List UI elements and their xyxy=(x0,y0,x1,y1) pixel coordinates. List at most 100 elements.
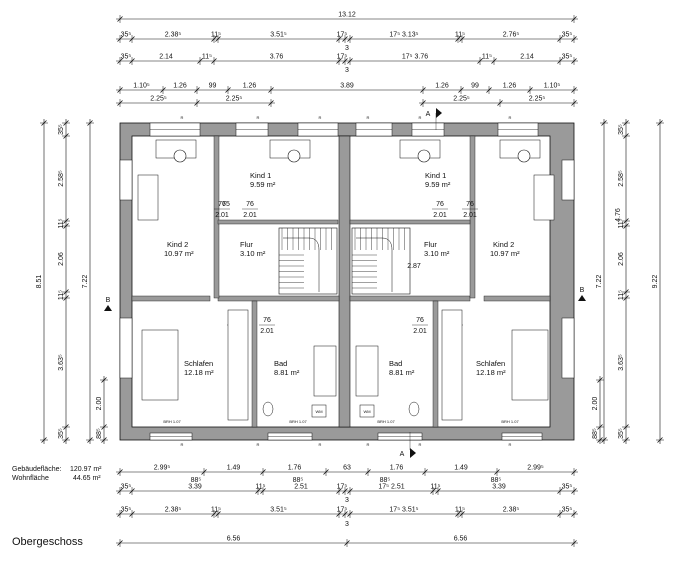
staircase xyxy=(351,227,411,295)
dim-right-lower-label: 2.00 xyxy=(592,397,599,411)
dim-bottom-row3-label: 17⁵ 3.51⁵ xyxy=(389,507,418,514)
dim-top-row3-label: 3.89 xyxy=(340,83,354,90)
dim-top-row1-label: 11⁵ xyxy=(455,32,465,39)
dim-bottom-row2-label: 11⁵ xyxy=(430,484,440,491)
room-area: 12.18 m² xyxy=(184,368,214,377)
interior-wall xyxy=(217,295,340,302)
dim-right-inner-label: 4.76 xyxy=(615,208,622,222)
interior-wall xyxy=(349,295,471,302)
dim-bottom-row1-label: 2.99⁵ xyxy=(527,465,544,472)
room-name: Flur xyxy=(240,240,253,249)
interior-wall xyxy=(483,295,551,302)
room-area: 10.97 m² xyxy=(164,249,194,258)
dim-bottom-row1-label: 2.99⁵ xyxy=(154,465,171,472)
radiator-label: R xyxy=(257,115,260,120)
room-name: Schlafen xyxy=(184,359,213,368)
stair-line xyxy=(283,237,320,292)
dim-top-row2-label: 35⁵ xyxy=(121,54,132,61)
room-name: Kind 2 xyxy=(493,240,514,249)
dim-top-row1-label: 11⁵ xyxy=(211,32,221,39)
dim-top-row3-label: 1.10⁵ xyxy=(544,83,561,90)
dim-right-outer-label: 35⁵ xyxy=(618,124,625,135)
dim-top-row2-mid: 3 xyxy=(345,67,349,74)
radiator-label: R xyxy=(367,115,370,120)
dim-left-lower-label: 2.00 xyxy=(96,397,103,411)
section-label-b: B xyxy=(106,297,111,304)
section-marker-b xyxy=(578,295,586,301)
furniture xyxy=(137,174,159,221)
door-height: 2.01 xyxy=(243,212,257,219)
dim-top-row1-label: 2.76⁵ xyxy=(503,32,520,39)
door-width: 76 xyxy=(416,317,424,324)
dim-bottom-row2-label: 11⁵ xyxy=(255,484,265,491)
radiator-label: R xyxy=(419,442,422,447)
interior-wall xyxy=(349,219,471,225)
dim-top-row3-label: 1.26 xyxy=(173,83,187,90)
dim-top-total-label: 13.12 xyxy=(338,12,356,19)
dim-right-lower-label: 88⁵ xyxy=(592,428,599,439)
door-width: 76 xyxy=(263,317,271,324)
section-label-b: B xyxy=(580,287,585,294)
dim-right-outer-label: 3.63⁵ xyxy=(618,354,625,371)
interior-wall xyxy=(469,135,476,299)
dim-bottom-row1-label: 1.49 xyxy=(227,465,241,472)
dim-right-outer-label: 11⁵ xyxy=(618,290,625,300)
room-area: 9.59 m² xyxy=(425,180,451,189)
dim-top-row2-label: 2.14 xyxy=(159,54,173,61)
dim-top-row3-label: 1.26 xyxy=(243,83,257,90)
dim-bottom-row2-mid: 3 xyxy=(345,497,349,504)
room-area: 12.18 m² xyxy=(476,368,506,377)
room-name: Kind 1 xyxy=(425,171,446,180)
room-area: 10.97 m² xyxy=(490,249,520,258)
dim-bottom-row2-label: 3.39 xyxy=(492,484,506,491)
room-area: 3.10 m² xyxy=(424,249,450,258)
dim-top-row2-label: 35⁵ xyxy=(562,54,573,61)
stair-dim: 2.87 xyxy=(407,263,421,270)
dim-left-lower-label: 88⁵ xyxy=(96,428,103,439)
interior-wall xyxy=(131,295,211,302)
building-area-label: Gebäudefläche: xyxy=(12,466,62,473)
dim-left-inner-label: 7.22 xyxy=(82,275,89,289)
washing-machine xyxy=(311,404,327,418)
room-area: 3.10 m² xyxy=(240,249,266,258)
dim-right-outer-label: 2.58⁵ xyxy=(618,170,625,187)
dim-top-row3-sub-label: 2.25⁵ xyxy=(150,96,167,103)
dim-top-row3-sub-label: 2.25⁵ xyxy=(453,96,470,103)
dim-top-row3-label: 99 xyxy=(471,83,479,90)
section-label-a: A xyxy=(426,111,431,118)
dim-bottom-row2-label: 17⁵ 2.51 xyxy=(378,484,404,491)
furniture xyxy=(441,309,463,421)
window xyxy=(119,317,133,379)
dim-left-outer-label: 2.06 xyxy=(58,252,65,266)
chair xyxy=(517,149,531,163)
dim-top-row1-label: 17⁵ 3.13⁵ xyxy=(389,32,418,39)
furniture xyxy=(355,345,379,397)
brh-label: BRH 1.07 xyxy=(501,419,519,424)
door-height: 2.01 xyxy=(463,212,477,219)
dim-bottom-row3-label: 2.38⁵ xyxy=(503,507,520,514)
radiator-label: R xyxy=(419,115,422,120)
dim-bottom-row2-label: 35⁵ xyxy=(121,484,132,491)
furniture xyxy=(533,174,555,221)
radiator-label: R xyxy=(319,442,322,447)
furniture xyxy=(511,329,549,401)
door-height: 2.01 xyxy=(215,212,229,219)
dim-top-row2-label: 3.76 xyxy=(270,54,284,61)
living-area-value: 44.65 m² xyxy=(73,475,101,482)
radiator-label: R xyxy=(181,442,184,447)
dim-top-row3-label: 1.26 xyxy=(435,83,449,90)
radiator-label: R xyxy=(257,442,260,447)
staircase xyxy=(278,227,338,295)
wm-label: WM xyxy=(363,409,370,414)
dim-bottom-row1-sub: 88⁵ xyxy=(293,477,304,484)
dim-bottom-row2-label: 17⁵ xyxy=(337,484,348,491)
dim-bottom-row1-sub: 88⁵ xyxy=(380,477,391,484)
stair-line xyxy=(356,237,393,292)
window xyxy=(119,159,133,201)
door-height: 2.01 xyxy=(433,212,447,219)
brh-label: BRH 1.07 xyxy=(289,419,307,424)
chair xyxy=(287,149,301,163)
dim-top-row1-label: 3.51⁵ xyxy=(270,32,287,39)
dim-top-row1-label: 35⁵ xyxy=(121,32,132,39)
